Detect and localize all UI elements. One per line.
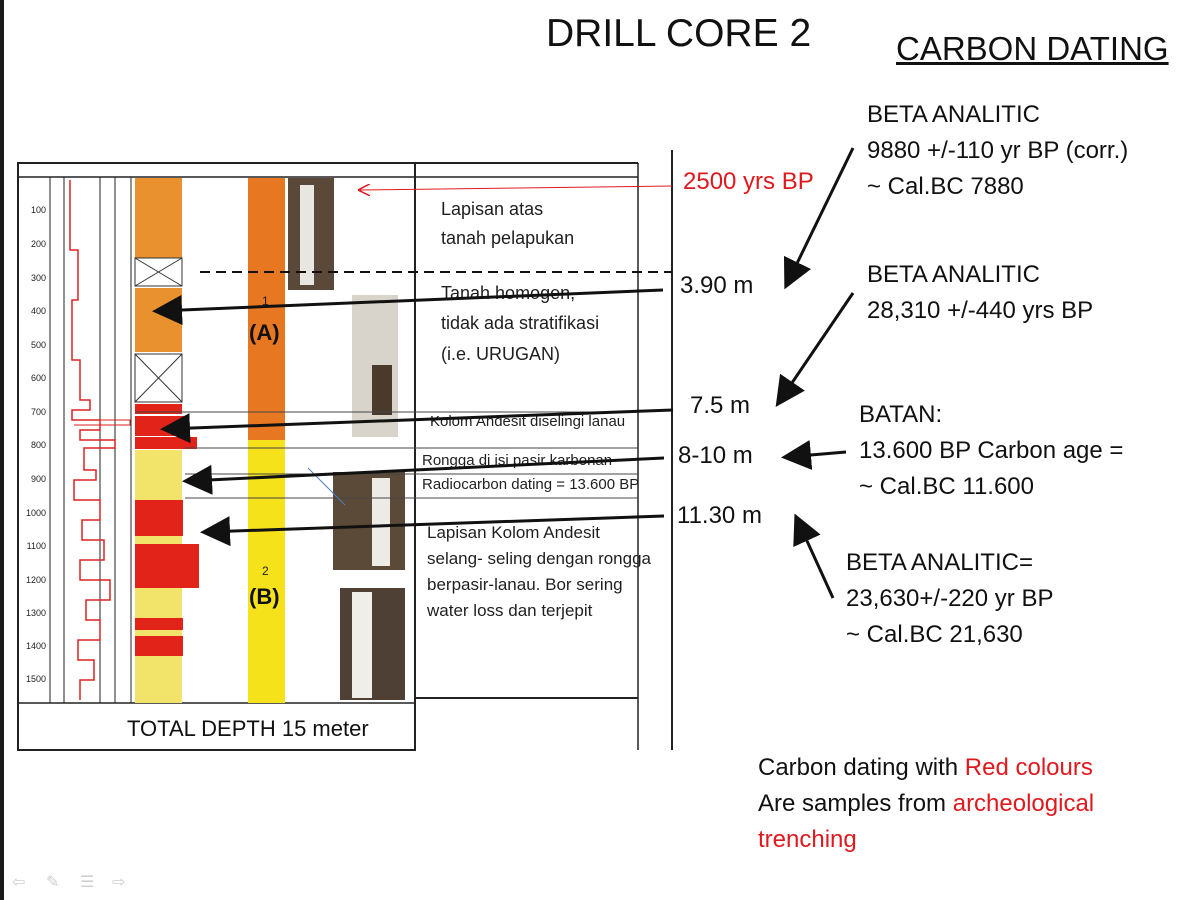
depth-tick: 1300 [25, 608, 46, 618]
result-cal: ~ Cal.BC 11.600 [859, 473, 1034, 500]
prev-slide-icon[interactable]: ⇦ [12, 874, 26, 891]
depth-tick: 200 [30, 239, 46, 249]
result-age: 28,310 +/-440 yrs BP [867, 297, 1094, 324]
note-text: Carbon dating with [758, 754, 965, 781]
total-depth-label: TOTAL DEPTH 15 meter [127, 716, 369, 741]
result-batan: BATAN: 13.600 BP Carbon age = ~ Cal.BC 1… [859, 397, 1123, 505]
depth-label-8-10m: 8-10 m [678, 442, 753, 469]
result-age: 13.600 BP Carbon age = [859, 437, 1124, 464]
note-highlight: Red colours [964, 754, 1093, 781]
layer-description: selang- seling dengan rongga [427, 549, 652, 568]
legend-note: Carbon dating with Red colours Are sampl… [758, 750, 1094, 858]
result-beta-1: BETA ANALITIC 9880 +/-110 yr BP (corr.) … [867, 97, 1128, 205]
result-age: 23,630+/-220 yr BP [846, 585, 1054, 612]
layer-description: (i.e. URUGAN) [441, 344, 561, 364]
core-photo-4 [340, 588, 405, 700]
unit-b-number: 2 [262, 564, 269, 578]
layer-description: Lapisan Kolom Andesit [427, 523, 600, 542]
result-arrow-3 [781, 440, 847, 470]
result-cal: ~ Cal.BC 7880 [867, 173, 1024, 200]
layer-description: tanah pelapukan [441, 228, 575, 248]
depth-arrow-8-10m [182, 456, 665, 495]
depth-arrow-7-5m [160, 408, 674, 444]
depth-tick: 900 [30, 474, 46, 484]
menu-icon[interactable]: ☰ [80, 874, 95, 891]
unit-b-label: (B) [249, 584, 280, 609]
note-highlight: archeological [952, 790, 1095, 817]
result-arrow-1 [783, 147, 855, 290]
slide-subtitle: CARBON DATING [896, 30, 1169, 67]
layer-description-radiocarbon: Radiocarbon dating = 13.600 BP [422, 476, 640, 493]
depth-tick: 300 [30, 273, 46, 283]
depth-tick: 1400 [25, 641, 46, 651]
layer-topsoil [135, 178, 182, 258]
slide-title: DRILL CORE 2 [546, 12, 812, 55]
depth-tick: 800 [30, 440, 46, 450]
depth-label-11-30m: 11.30 m [677, 502, 762, 529]
pen-icon[interactable]: ✎ [46, 874, 60, 891]
unit-a-number: 1 [262, 294, 269, 308]
unit-a-column [248, 178, 285, 440]
result-beta-2: BETA ANALITIC 28,310 +/-440 yrs BP [867, 257, 1093, 329]
result-lab: BETA ANALITIC= [846, 549, 1033, 576]
slide-left-border [0, 0, 4, 900]
depth-tick: 1100 [26, 541, 46, 551]
trench-arrow [360, 186, 673, 190]
layer-description: tidak ada stratifikasi [441, 313, 600, 333]
unit-b-column [248, 440, 285, 703]
result-arrow-4 [793, 513, 835, 599]
depth-tick: 1000 [25, 508, 46, 518]
depth-tick: 100 [30, 205, 46, 215]
note-text: Are samples from [758, 790, 953, 817]
depth-tick: 500 [30, 340, 46, 350]
depth-tick: 400 [30, 306, 46, 316]
layer-andesite-lower [135, 500, 183, 536]
layer-sand [135, 450, 182, 500]
depth-tick: 1500 [25, 674, 46, 684]
next-slide-icon[interactable]: ⇨ [112, 874, 126, 891]
layer-description: Rongga di isi pasir karbonan [422, 452, 613, 469]
depth-tick: 700 [30, 407, 46, 417]
depth-label-7-5m: 7.5 m [690, 392, 751, 419]
result-lab: BATAN: [859, 401, 943, 428]
layer-description: water loss dan terjepit [427, 601, 593, 620]
depth-label-3-90m: 3.90 m [680, 272, 754, 299]
depth-tick: 1200 [25, 575, 46, 585]
result-cal: ~ Cal.BC 21,630 [846, 621, 1023, 648]
core-photo-3 [333, 472, 405, 570]
layer-description: Lapisan atas [441, 199, 544, 219]
result-age: 9880 +/-110 yr BP (corr.) [867, 137, 1129, 164]
depth-tick: 600 [30, 373, 46, 383]
depth-arrow-11-30m [200, 514, 665, 547]
result-lab: BETA ANALITIC [867, 101, 1040, 128]
note-highlight: trenching [758, 826, 857, 853]
result-arrow-2 [775, 292, 855, 407]
layer-description: berpasir-lanau. Bor sering [427, 575, 623, 594]
result-beta-3: BETA ANALITIC= 23,630+/-220 yr BP ~ Cal.… [846, 545, 1053, 653]
trench-age-label: 2500 yrs BP [683, 168, 814, 195]
depth-arrow-3-90m [152, 288, 664, 325]
result-lab: BETA ANALITIC [867, 261, 1040, 288]
unit-a-label: (A) [249, 320, 280, 345]
